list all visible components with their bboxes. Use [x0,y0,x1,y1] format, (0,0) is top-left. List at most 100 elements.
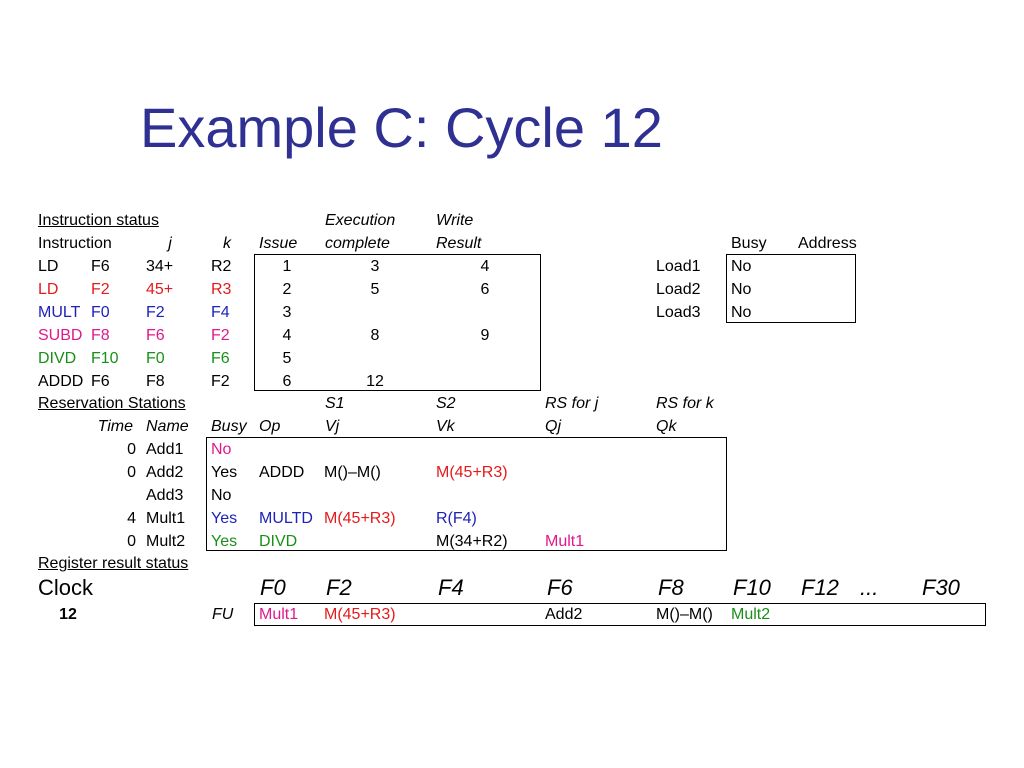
instruction-issue: 3 [282,304,292,321]
header-k: k [223,235,231,252]
instruction-dest: F8 [91,327,110,344]
instruction-write-result: 9 [480,327,490,344]
header-op: Op [259,418,281,435]
instruction-status-label: Instruction status [38,212,159,229]
load-buffer-name: Load3 [656,304,701,321]
instruction-j: F8 [146,373,165,390]
register-fu-value: Mult1 [259,606,299,623]
instruction-op: ADDD [38,373,84,390]
instruction-exec-complete: 5 [370,281,380,298]
instruction-issue: 4 [282,327,292,344]
register-fu-value: Add2 [545,606,583,623]
rs-op: MULTD [259,510,313,527]
reservation-stations-box [206,437,727,551]
instruction-j: 34+ [146,258,174,275]
register-fu-value: M(45+R3) [324,606,396,623]
clock-label: Clock [38,575,94,600]
header-result: Result [436,235,482,252]
header-busy: Busy [211,418,247,435]
rs-op: DIVD [259,533,298,550]
rs-name: Add2 [146,464,184,481]
header-rs-k: RS for k [656,395,714,412]
clock-value: 12 [59,606,77,623]
instruction-exec-complete: 3 [370,258,380,275]
rs-busy: No [211,441,232,458]
register-header: F8 [658,575,684,600]
instruction-k: F4 [211,304,230,321]
fu-label: FU [212,606,234,623]
header-complete: complete [325,235,390,252]
register-header: F6 [547,575,573,600]
register-header: F2 [326,575,352,600]
header-vk: Vk [436,418,455,435]
page-title: Example C: Cycle 12 [140,96,663,159]
header-vj: Vj [325,418,340,435]
load-buffer-box [726,254,856,323]
instruction-j: F2 [146,304,165,321]
instruction-issue: 2 [282,281,292,298]
header-rs-j: RS for j [545,395,599,412]
rs-vj: M()–M() [324,464,381,481]
instruction-k: R2 [211,258,232,275]
header-instruction: Instruction [38,235,112,252]
register-fu-value: Mult2 [731,606,771,623]
instruction-issue: 6 [282,373,292,390]
register-result-status-label: Register result status [38,555,189,572]
header-j: j [168,235,172,252]
instruction-k: F6 [211,350,230,367]
header-write: Write [436,212,474,229]
rs-time: 0 [127,441,136,458]
rs-time: 0 [127,464,136,481]
register-header: F30 [922,575,960,600]
instruction-k: F2 [211,327,230,344]
header-execution: Execution [325,212,396,229]
header-name: Name [146,418,189,435]
rs-op: ADDD [259,464,305,481]
register-header: F4 [438,575,464,600]
header-load-address: Address [798,235,857,252]
rs-time: 4 [127,510,136,527]
rs-name: Mult1 [146,510,186,527]
register-header: ... [860,575,879,600]
instruction-op: LD [38,281,59,298]
instruction-op: LD [38,258,59,275]
instruction-status-box [254,254,541,391]
rs-busy: Yes [211,533,238,550]
instruction-op: DIVD [38,350,77,367]
header-s2: S2 [436,395,456,412]
instruction-j: 45+ [146,281,174,298]
rs-vk: R(F4) [436,510,477,527]
reservation-stations-label: Reservation Stations [38,395,186,412]
instruction-exec-complete: 8 [370,327,380,344]
register-header: F0 [260,575,286,600]
rs-time: 0 [127,533,136,550]
register-header: F10 [733,575,771,600]
rs-busy: No [211,487,232,504]
load-buffer-name: Load2 [656,281,701,298]
load-buffer-busy: No [731,281,752,298]
load-buffer-busy: No [731,304,752,321]
instruction-op: SUBD [38,327,83,344]
load-buffer-name: Load1 [656,258,701,275]
header-qj: Qj [545,418,561,435]
register-fu-value: M()–M() [656,606,713,623]
rs-name: Add1 [146,441,184,458]
header-issue: Issue [259,235,298,252]
rs-busy: Yes [211,510,238,527]
instruction-issue: 5 [282,350,292,367]
rs-busy: Yes [211,464,238,481]
instruction-dest: F6 [91,373,110,390]
rs-vk: M(45+R3) [436,464,508,481]
instruction-j: F6 [146,327,165,344]
instruction-k: F2 [211,373,230,390]
instruction-exec-complete: 12 [366,373,384,390]
rs-name: Mult2 [146,533,186,550]
instruction-dest: F6 [91,258,110,275]
instruction-j: F0 [146,350,165,367]
register-status-box [254,603,986,626]
instruction-write-result: 6 [480,281,490,298]
instruction-op: MULT [38,304,81,321]
load-buffer-busy: No [731,258,752,275]
header-load-busy: Busy [731,235,767,252]
rs-vk: M(34+R2) [436,533,508,550]
